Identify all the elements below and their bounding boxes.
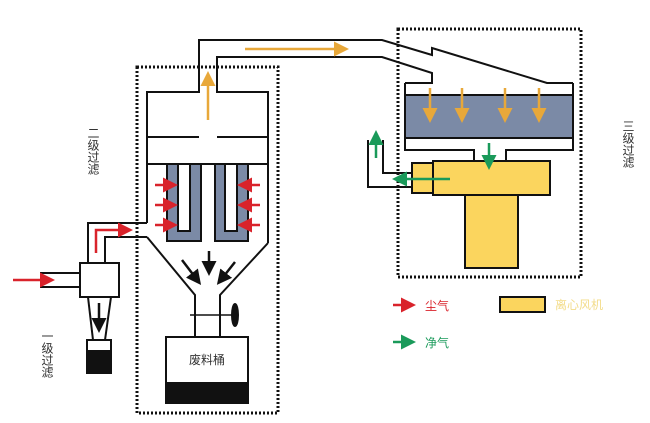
stage3-label: 三级过滤 bbox=[621, 120, 635, 168]
fan-stand bbox=[464, 194, 519, 269]
waste-bin-label: 废料桶 bbox=[189, 352, 225, 367]
stage3-boundary bbox=[396, 27, 583, 279]
stage2-boundary bbox=[135, 65, 280, 415]
dust-air-arrow bbox=[94, 222, 133, 253]
cyclone-separator bbox=[40, 222, 147, 374]
stage2-label: 二级过滤 bbox=[86, 127, 100, 175]
dust-fall-arrow bbox=[181, 259, 202, 285]
dust-fall-arrow bbox=[216, 261, 236, 285]
legend-centrifugal-fan: 离心风机 bbox=[555, 297, 603, 312]
legend-fan-swatch bbox=[499, 296, 546, 313]
filter-bag-pair-right bbox=[214, 163, 249, 242]
stage1-label: 一级过滤 bbox=[40, 330, 54, 378]
legend: 尘气 净气 离心风机 bbox=[393, 296, 603, 350]
legend-clean-air: 净气 bbox=[425, 335, 449, 350]
filter-bag-pair-left bbox=[166, 163, 202, 242]
fan-body bbox=[432, 160, 551, 196]
legend-dust-air: 尘气 bbox=[425, 298, 449, 313]
rotary-valve-icon bbox=[231, 303, 239, 327]
